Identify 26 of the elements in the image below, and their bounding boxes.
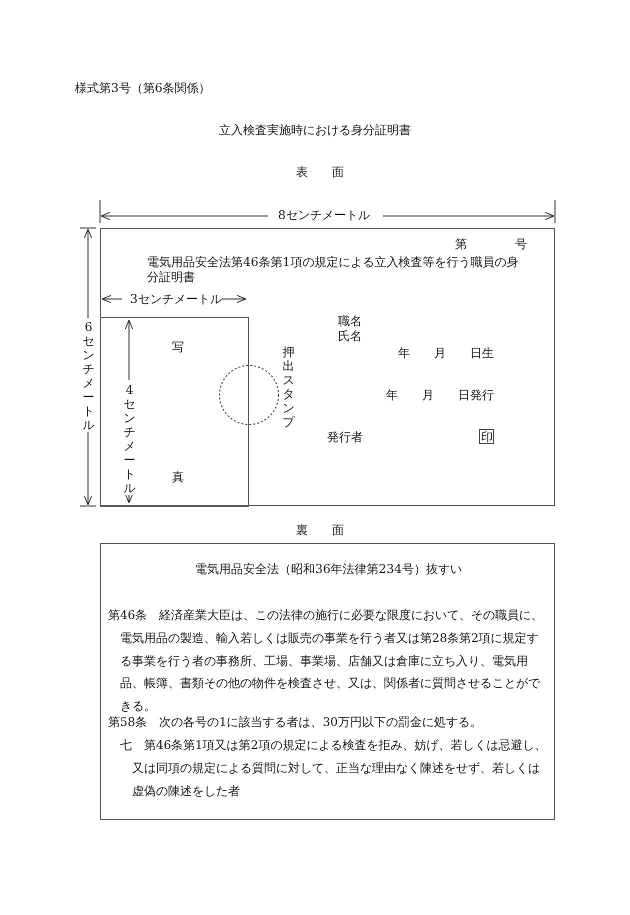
seal-label: 印 <box>481 430 493 445</box>
dimension-label: 8センチメートル <box>278 208 370 223</box>
photo-label: 真 <box>172 470 184 485</box>
card-back <box>100 543 555 820</box>
side-heading: 裏 面 <box>296 523 344 538</box>
article-text: 第46条 経済産業大臣は、この法律の施行に必要な限度において、その職員に、電気用品の製造、輸入若しくは販売の事業を行う者又は第28条第2項に規定する事業を行う者の事務所、工場、事業場、店舗又は倉庫に立ち入り、電気用品、帳簿、書類その他の物件を検査させ、又は、関係者に質問させることができる。 <box>108 607 544 716</box>
date-field: 年 月 日生 <box>398 346 494 361</box>
stamp-circle <box>219 365 279 425</box>
side-heading: 表 面 <box>296 165 344 180</box>
excerpt-heading: 電気用品安全法（昭和36年法律第234号）抜すい <box>194 562 463 577</box>
number-field: 第 号 <box>455 237 527 252</box>
card-front <box>100 228 555 506</box>
date-field: 年 月 日発行 <box>386 388 494 403</box>
field-label: 発行者 <box>327 430 363 445</box>
item-text: 七 第46条第1項又は第2項の規定による検査を拒み、妨げ、若しくは忌避し、又は同項の規定による質問に対して、正当な理由なく陳述をせず、若しくは虚偽の陳述をした者 <box>119 737 548 800</box>
article-text: 第58条 次の各号の1に該当する者は、30万円以下の罰金に処する。 <box>108 714 483 731</box>
stamp-label: 押出スタンプ <box>282 345 295 429</box>
photo-box <box>100 317 249 507</box>
photo-label: 写 <box>172 340 184 355</box>
dimension-label: 3センチメートル <box>130 292 222 307</box>
card-heading: 電気用品安全法第46条第1項の規定による立入検査等を行う職員の身分証明書 <box>147 255 520 285</box>
field-label: 氏名 <box>338 329 362 344</box>
field-label: 職名 <box>338 314 362 329</box>
dimension-label: 6センチメートル <box>82 320 95 432</box>
dimension-label: 4センチメートル <box>123 383 136 495</box>
title: 立入検査実施時における身分証明書 <box>218 123 412 138</box>
